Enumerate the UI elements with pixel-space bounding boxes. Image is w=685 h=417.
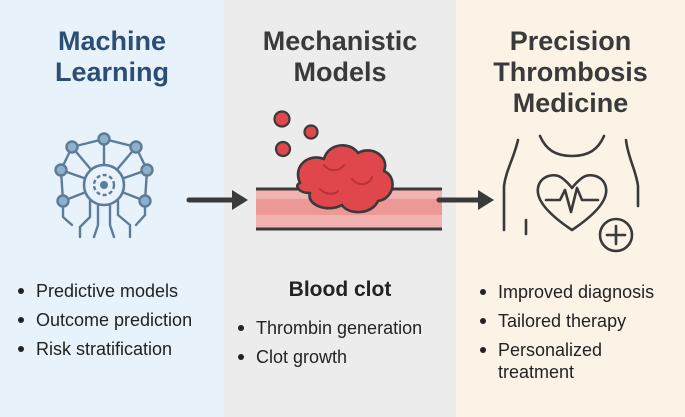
precision-medicine-panel: Precision Thrombosis Medicine Improved d… (456, 0, 685, 417)
precision-medicine-title: Precision Thrombosis Medicine (456, 26, 685, 119)
list-item: Outcome prediction (14, 309, 219, 331)
mechanistic-models-bullets: Thrombin generation Clot growth (234, 317, 454, 375)
list-item: Predictive models (14, 280, 219, 302)
list-item: Personalized treatment (476, 339, 681, 383)
precision-medicine-title-line1: Precision (509, 26, 632, 56)
machine-learning-title-line1: Machine (57, 26, 167, 56)
list-item: Clot growth (234, 346, 454, 368)
arrow-right-icon (186, 190, 248, 210)
machine-learning-title-line2: Learning (54, 57, 169, 87)
arrow-right-icon (436, 190, 494, 210)
mechanistic-models-title-line1: Mechanistic (262, 26, 418, 56)
mechanistic-models-title: Mechanistic Models (224, 26, 456, 88)
precision-medicine-title-line2: Thrombosis (493, 57, 648, 87)
blood-clot-icon (256, 110, 442, 231)
list-item: Thrombin generation (234, 317, 454, 339)
patient-heart-plus-icon (502, 134, 640, 253)
list-item: Risk stratification (14, 338, 219, 360)
machine-learning-title: Machine Learning (0, 26, 224, 88)
machine-learning-bullets: Predictive models Outcome prediction Ris… (14, 280, 219, 367)
precision-medicine-title-line3: Medicine (512, 88, 629, 118)
neural-network-chip-icon (54, 132, 154, 239)
list-item: Tailored therapy (476, 310, 681, 332)
blood-clot-label: Blood clot (288, 278, 392, 301)
mechanistic-models-title-line2: Models (293, 57, 387, 87)
precision-medicine-bullets: Improved diagnosis Tailored therapy Pers… (476, 281, 681, 390)
mechanistic-models-panel: Mechanistic Models Blood clot Thrombin g… (224, 0, 456, 417)
list-item: Improved diagnosis (476, 281, 681, 303)
machine-learning-panel: Machine Learning (0, 0, 224, 417)
